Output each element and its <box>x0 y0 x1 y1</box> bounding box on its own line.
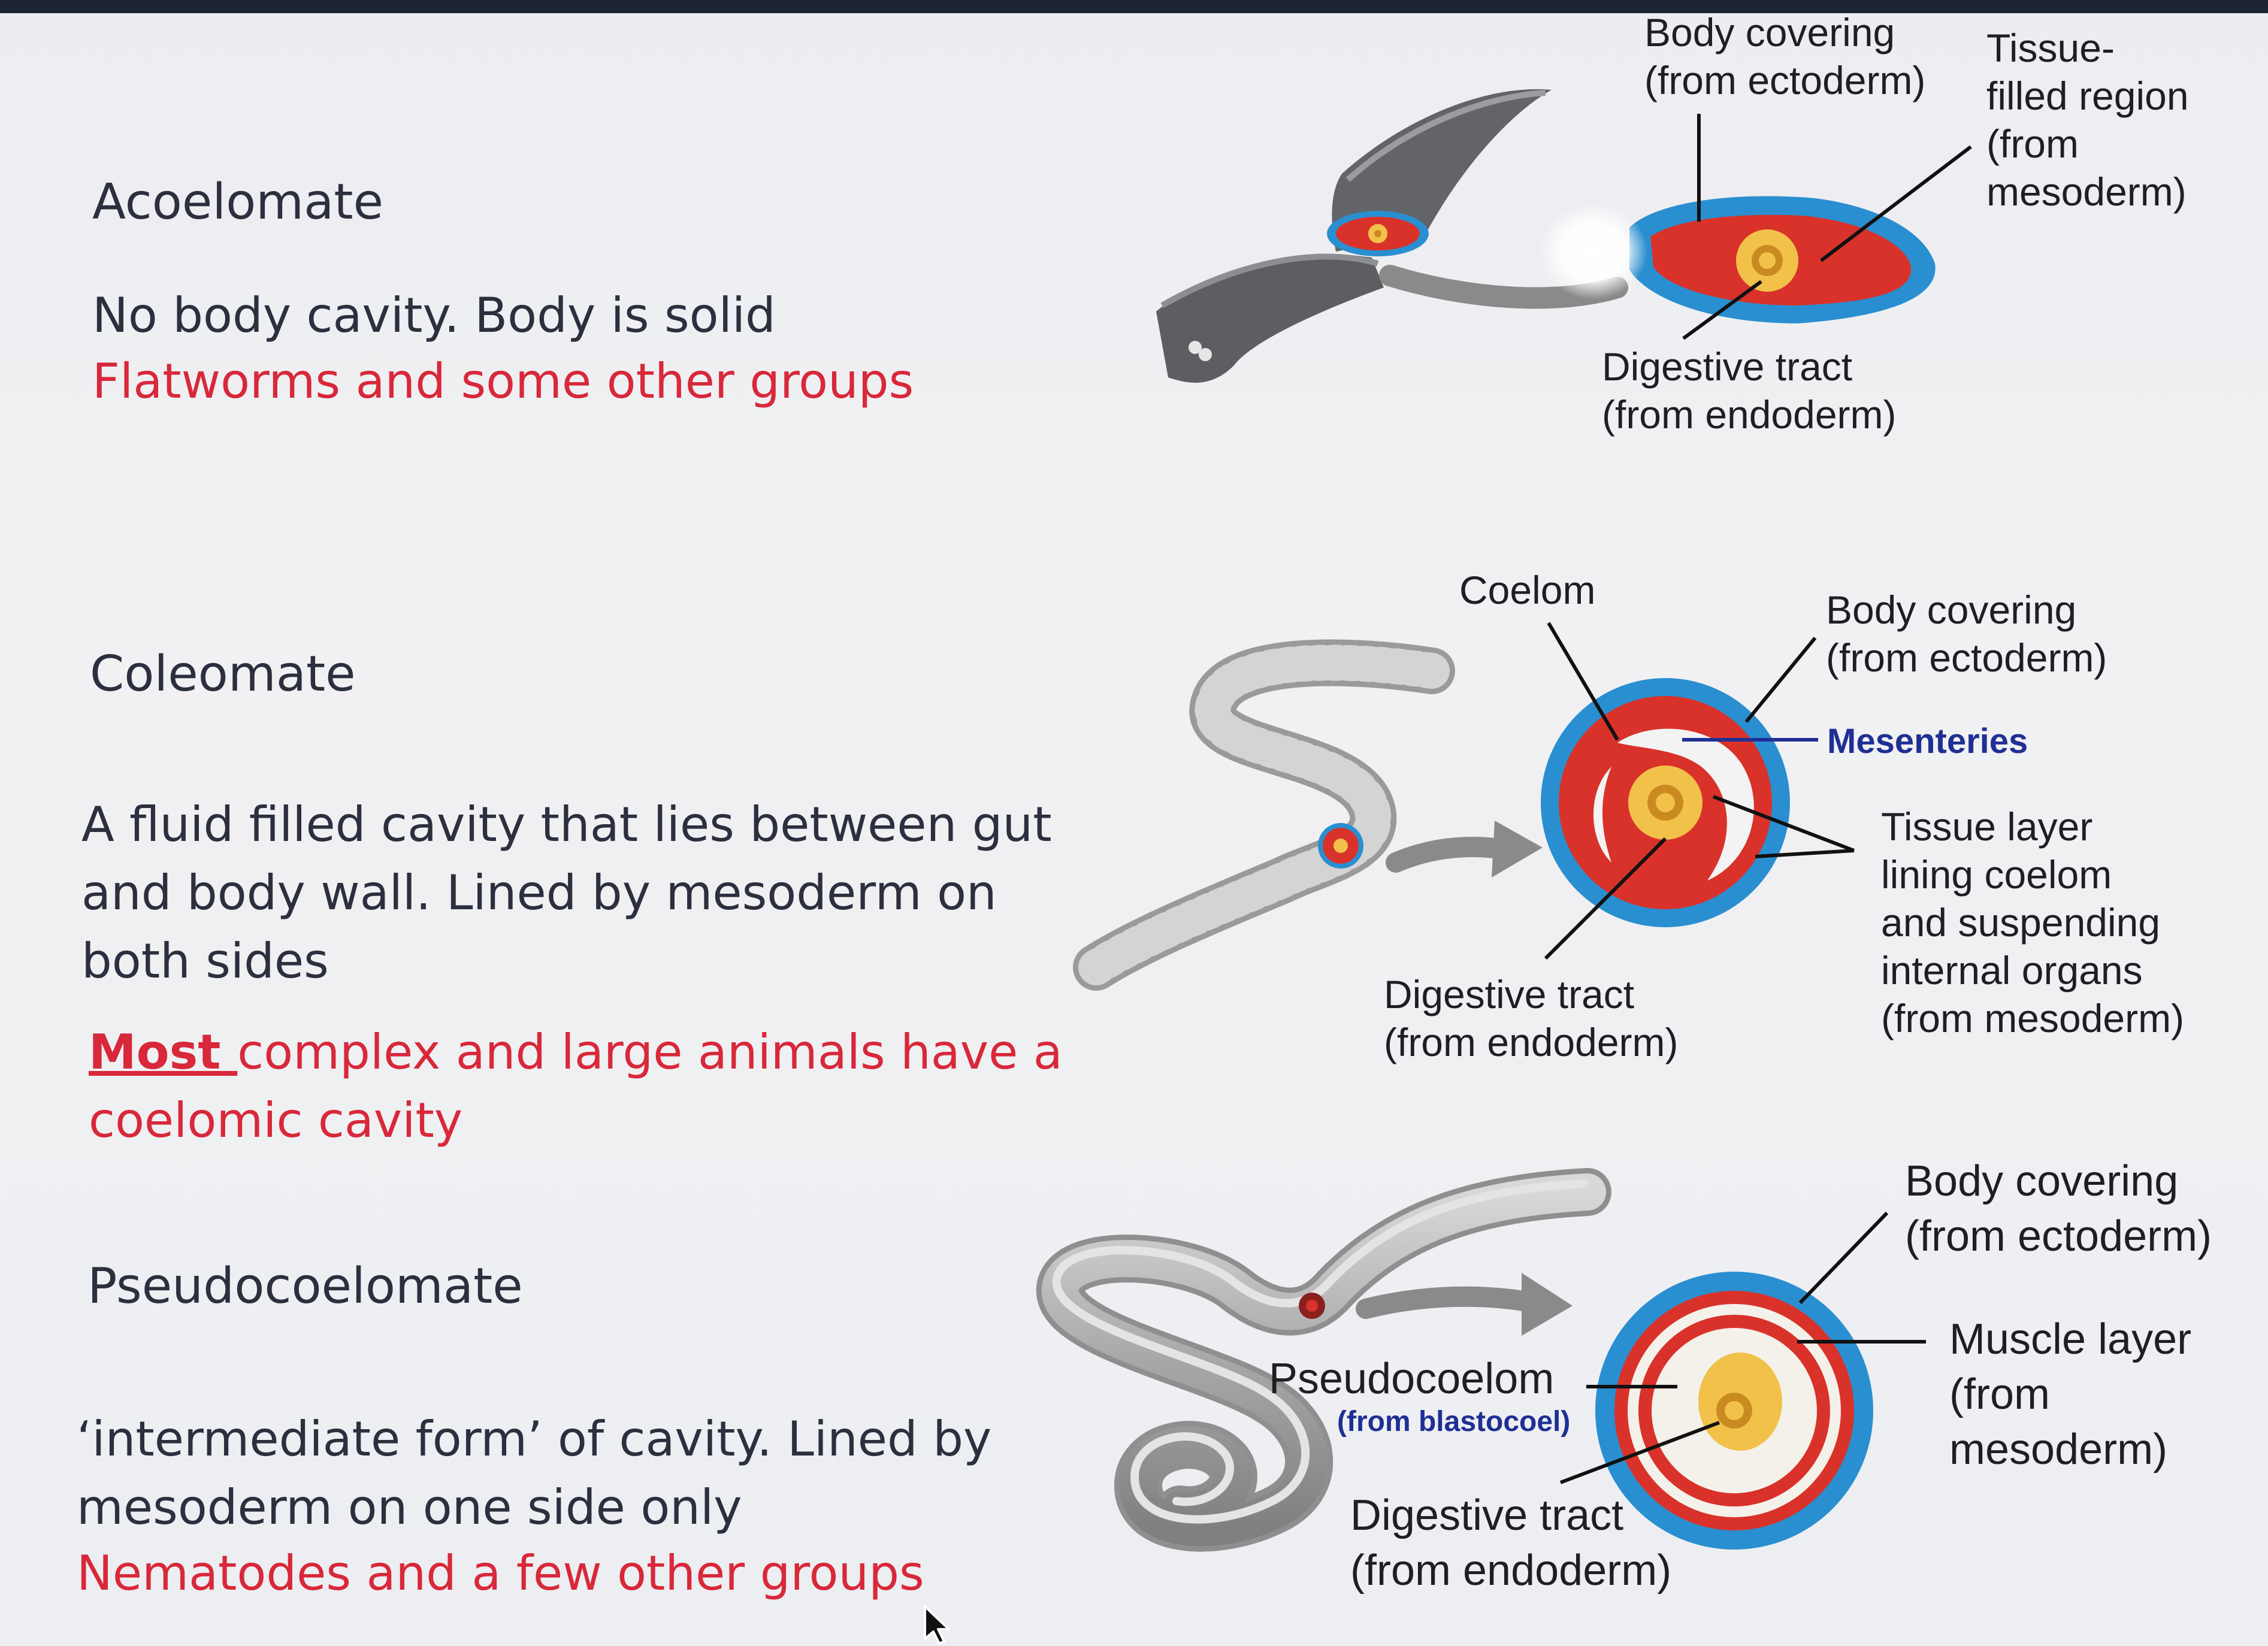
coelomate-desc-line-2: and body wall. Lined by mesoderm on <box>81 865 997 921</box>
top-tissue-filled-label: Tissue- filled region (from mesoderm) <box>1986 26 2189 214</box>
pseudocoelomate-title: Pseudocoelomate <box>87 1258 523 1315</box>
acoelomate-description: No body cavity. Body is solid <box>92 288 776 343</box>
nematode-illustration <box>1036 1168 1926 1552</box>
coelomate-note-line-2: coelomic cavity <box>89 1093 463 1148</box>
coelomate-title: Coleomate <box>90 646 356 703</box>
blastocoel-note: (from blastocoel) <box>1337 1406 1571 1438</box>
pseudocoelomate-description: ‘intermediate form’ of cavity. Lined by … <box>77 1405 991 1542</box>
coelomate-desc-line-3: both sides <box>81 933 329 989</box>
pseudo-desc-line-1: ‘intermediate form’ of cavity. Lined by <box>77 1411 992 1467</box>
screen-top-edge <box>0 0 2268 13</box>
most-emphasis: Most <box>89 1024 238 1080</box>
acoelomate-title: Acoelomate <box>92 174 384 231</box>
middle-coelom-label: Coelom <box>1459 568 1596 612</box>
muscle-layer-label: Muscle layer (from mesoderm) <box>1949 1315 2192 1473</box>
flatworm-illustration <box>1156 89 1972 383</box>
mesenteries-label: Mesenteries <box>1827 722 2028 761</box>
tissue-layer-label: Tissue layer lining coelom and suspendin… <box>1881 804 2185 1040</box>
top-body-covering-label: Body covering (from ectoderm) <box>1644 10 1926 102</box>
pseudocoelom-label: Pseudocoelom <box>1269 1355 1555 1403</box>
middle-body-covering-label: Body covering (from ectoderm) <box>1826 588 2107 680</box>
coelomate-note: Most complex and large animals have a co… <box>89 1018 1063 1155</box>
mouse-cursor-icon <box>924 1605 950 1645</box>
bottom-body-covering-label: Body covering (from ectoderm) <box>1905 1157 2212 1260</box>
coelomate-note-line-1: complex and large animals have a <box>237 1024 1063 1080</box>
earthworm-illustration <box>1073 622 1855 991</box>
bottom-digestive-label: Digestive tract (from endoderm) <box>1350 1491 1672 1594</box>
middle-digestive-label: Digestive tract (from endoderm) <box>1384 972 1679 1064</box>
top-digestive-label: Digestive tract (from endoderm) <box>1602 344 1897 437</box>
acoelomate-examples: Flatworms and some other groups <box>92 353 914 409</box>
pseudo-desc-line-2: mesoderm on one side only <box>77 1479 742 1535</box>
coelomate-description: A fluid filled cavity that lies between … <box>81 791 1052 996</box>
coelomate-desc-line-1: A fluid filled cavity that lies between … <box>81 797 1052 852</box>
pseudocoelomate-examples: Nematodes and a few other groups <box>77 1545 924 1601</box>
